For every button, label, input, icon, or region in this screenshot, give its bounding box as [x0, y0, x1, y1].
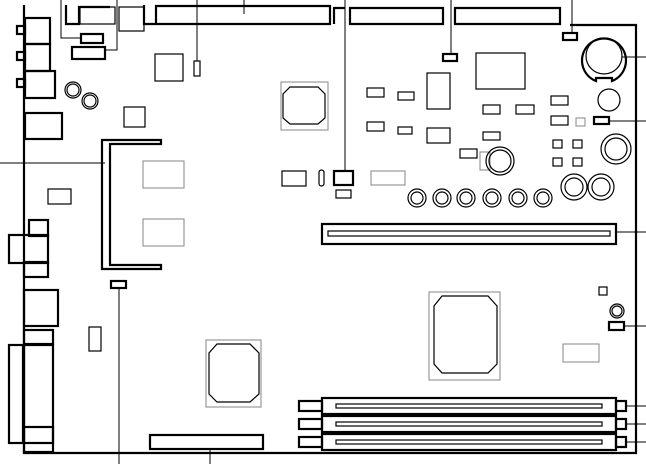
chip	[47, 188, 72, 205]
chip	[154, 53, 184, 82]
fan-header	[79, 32, 105, 45]
chip	[123, 106, 146, 128]
memory-slot-1	[297, 396, 628, 416]
chip	[88, 326, 102, 352]
chip	[281, 170, 307, 187]
chip	[335, 189, 352, 199]
capacitor	[64, 81, 82, 99]
chip	[142, 160, 185, 189]
pin-header	[332, 169, 355, 187]
memory-slot-2	[297, 414, 628, 434]
memory-slot-3	[297, 432, 628, 452]
board-outline	[22, 5, 638, 455]
jumper	[193, 60, 201, 77]
fan-header	[592, 115, 611, 126]
chip	[142, 218, 185, 247]
capacitors	[407, 133, 632, 319]
chipset-center	[428, 291, 501, 381]
fan-header	[561, 31, 579, 42]
pin-header	[370, 170, 406, 186]
ide-connector	[148, 433, 265, 451]
chipset-bottom-left	[205, 339, 262, 408]
fan-header	[109, 279, 128, 290]
pin-header	[70, 45, 107, 61]
fan-header	[441, 52, 459, 63]
capacitor	[81, 92, 99, 110]
crystal	[318, 169, 325, 187]
expansion-slot	[320, 222, 618, 246]
battery-icon	[580, 37, 628, 83]
chipset-top	[280, 81, 329, 131]
fan-header	[607, 320, 626, 332]
components-right	[366, 52, 621, 363]
top-rear-connectors	[64, 4, 562, 32]
rear-io-ports	[7, 16, 64, 454]
processor-slot	[100, 138, 163, 271]
